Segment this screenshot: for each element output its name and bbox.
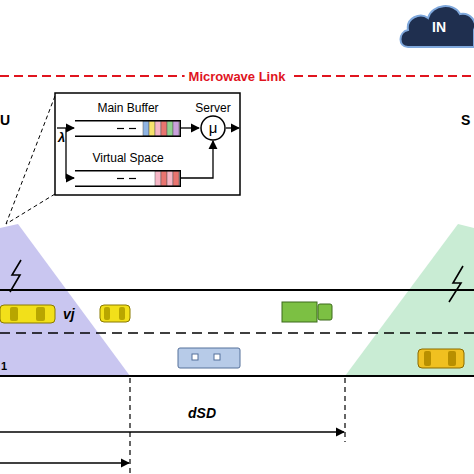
station-label: S: [461, 112, 470, 128]
queue-slot: [149, 121, 155, 136]
link-label: Microwave Link: [185, 69, 290, 84]
queue-slot: [167, 171, 173, 186]
distance-label: dSD: [188, 405, 216, 421]
cloud-label: IN: [432, 20, 446, 34]
queue-shape: [75, 170, 181, 187]
rsu-coverage: [0, 224, 130, 376]
car-window: [119, 307, 125, 320]
vehicle-label: 1: [1, 360, 7, 372]
inset-frame: [55, 93, 240, 195]
dimension-guide: [344, 378, 345, 442]
car-window: [36, 307, 45, 321]
queue-outline: [75, 171, 180, 187]
queue-slot: [161, 171, 167, 186]
queue-dash: [117, 178, 124, 179]
queue-slot: [173, 171, 179, 186]
virtual-arrival-arrow: [66, 128, 74, 178]
dimension-arrow: [0, 431, 344, 432]
zoom-line: [6, 194, 55, 224]
truck-cab: [318, 304, 332, 320]
car-window: [10, 307, 18, 321]
car-window: [448, 351, 456, 366]
node-label: Main Buffer: [75, 101, 181, 115]
queue-connector: [181, 127, 199, 128]
sbs-coverage: [345, 224, 474, 376]
queue-slot: [143, 121, 149, 136]
bus-roof-vent: [214, 354, 220, 360]
queue-slot: [161, 121, 167, 136]
dimension-guide: [129, 378, 130, 474]
queue-slot: [167, 121, 173, 136]
internet-cloud: IN: [398, 0, 474, 50]
queue-dash: [129, 178, 136, 179]
zoom-line: [6, 96, 55, 224]
car: [100, 305, 130, 322]
queue-shape: [75, 120, 181, 137]
queue-slot: [155, 171, 161, 186]
car-window: [424, 351, 431, 366]
bus-roof-vent: [192, 354, 198, 360]
node-label: Virtual Space: [75, 151, 181, 165]
queue-slot: [155, 121, 161, 136]
arrival-rate: λ: [58, 130, 65, 145]
bus: [178, 348, 240, 368]
car: [418, 349, 464, 368]
lane-divider: [0, 332, 474, 334]
wireless-symbol: [10, 260, 21, 292]
queue-slot: [173, 121, 179, 136]
car-window: [104, 307, 110, 320]
wireless-symbol: [449, 266, 463, 302]
vehicle-label: vj: [63, 306, 75, 322]
node-label: Server: [187, 101, 239, 115]
queue-connector: [181, 141, 213, 178]
cloud-outline: [401, 6, 474, 47]
queue-buffer: Virtual Space: [75, 151, 181, 187]
dimension-arrow: [0, 462, 129, 463]
queue-outline: [75, 121, 180, 137]
server-circle: Serverμ: [199, 101, 227, 141]
node-label: μ: [199, 115, 227, 141]
truck-cargo: [282, 302, 317, 322]
station-label: U: [0, 112, 10, 128]
car: [0, 305, 55, 323]
road-edge: [0, 375, 474, 377]
departure-arrow: [226, 127, 239, 128]
road-edge: [0, 289, 474, 291]
queue-buffer: Main Buffer: [75, 101, 181, 137]
queue-dash: [117, 128, 124, 129]
queue-dash: [129, 128, 136, 129]
